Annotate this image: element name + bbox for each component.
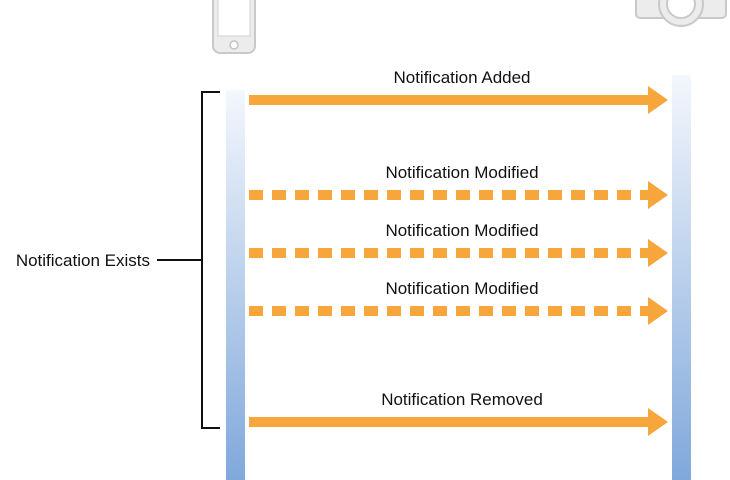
event-arrow-modified-3 <box>249 297 668 325</box>
notification-exists-bracket <box>157 91 220 429</box>
event-label-removed: Notification Removed <box>381 390 543 409</box>
bracket-label: Notification Exists <box>16 251 150 270</box>
left-lifeline <box>226 90 245 480</box>
event-label-modified-2: Notification Modified <box>385 221 538 240</box>
right-lifeline <box>672 75 691 480</box>
event-label-modified-1: Notification Modified <box>385 163 538 182</box>
camera-icon <box>635 0 727 27</box>
event-label-added: Notification Added <box>393 68 530 87</box>
phone-icon <box>212 0 256 54</box>
event-arrow-modified-1 <box>249 181 668 209</box>
event-arrow-added <box>249 86 668 114</box>
event-arrow-modified-2 <box>249 239 668 267</box>
event-arrow-removed <box>249 408 668 436</box>
event-label-modified-3: Notification Modified <box>385 279 538 298</box>
